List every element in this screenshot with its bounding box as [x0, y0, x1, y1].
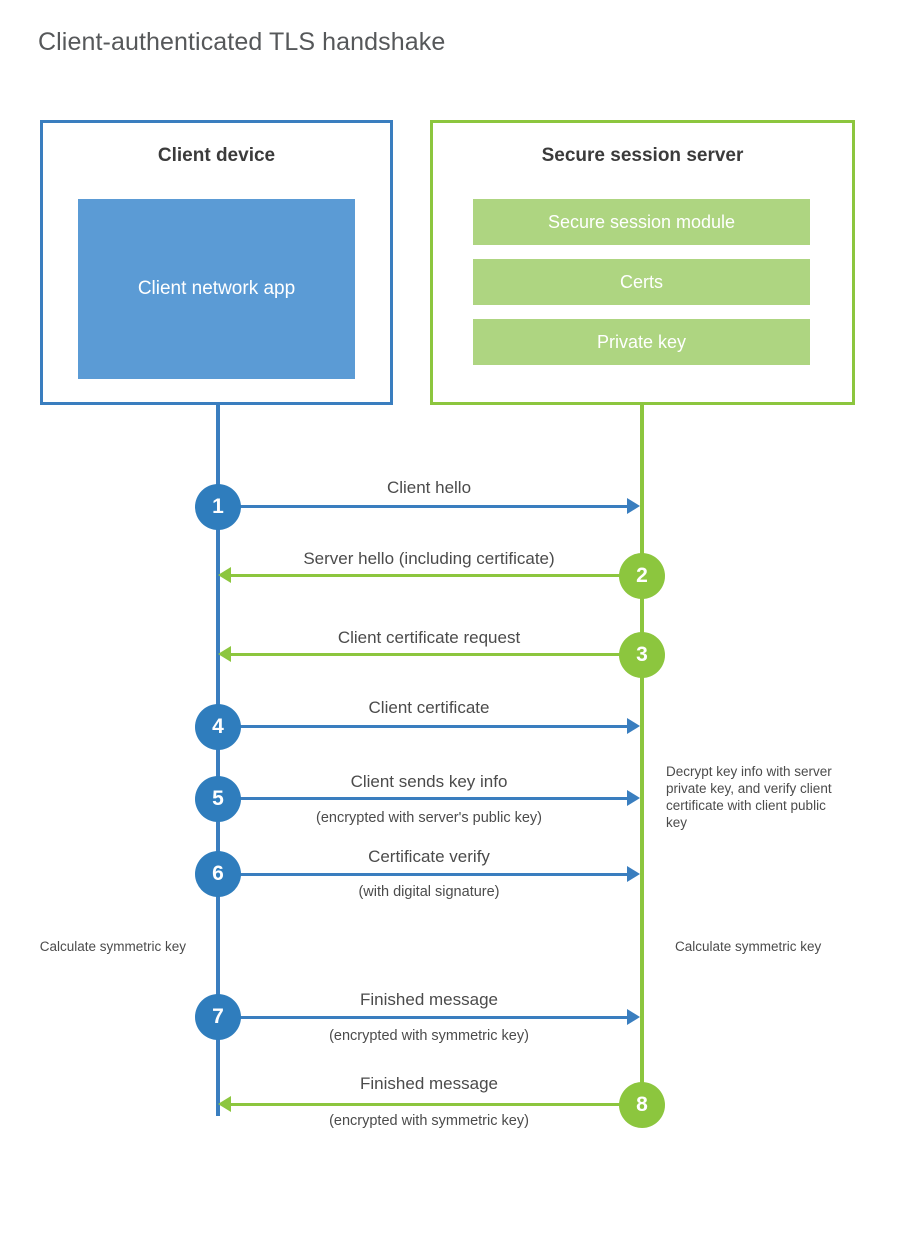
step-4-arrow-head-icon: [627, 718, 640, 734]
step-8-sublabel: (encrypted with symmetric key): [329, 1113, 529, 1129]
step-8-arrow-line: [231, 1103, 642, 1106]
client-network-app-block: Client network app: [78, 199, 355, 379]
step-6-label: Certificate verify: [368, 847, 490, 866]
page-title: Client-authenticated TLS handshake: [38, 28, 446, 56]
client-device-box: Client device Client network app: [40, 120, 393, 405]
secure-session-server-title: Secure session server: [541, 145, 744, 166]
step-4-arrow-line: [218, 725, 627, 728]
step-1-arrow-line: [218, 505, 627, 508]
step-6-number-badge: 6: [195, 851, 241, 897]
step-5-arrow-head-icon: [627, 790, 640, 806]
step-2-arrow-head-icon: [218, 567, 231, 583]
step-2-arrow-line: [231, 574, 642, 577]
step-7-arrow-head-icon: [627, 1009, 640, 1025]
step-3-arrow-head-icon: [218, 646, 231, 662]
client-lifeline: [216, 405, 220, 1116]
step-7-arrow-line: [218, 1016, 627, 1019]
step-7-label: Finished message: [360, 990, 498, 1009]
secure-session-server-box: Secure session server Secure session mod…: [430, 120, 855, 405]
step-5-label: Client sends key info: [350, 772, 508, 791]
server-decrypt-note: Decrypt key info with server private key…: [666, 764, 832, 830]
server-module-certs: Certs: [473, 259, 810, 305]
step-7-number-badge: 7: [195, 994, 241, 1040]
step-8-label: Finished message: [360, 1074, 498, 1093]
step-1-arrow-head-icon: [627, 498, 640, 514]
step-4-label: Client certificate: [368, 698, 490, 717]
step-3-number-badge: 3: [619, 632, 665, 678]
step-6-sublabel: (with digital signature): [358, 884, 500, 900]
step-3-arrow-line: [231, 653, 642, 656]
step-1-number-badge: 1: [195, 484, 241, 530]
client-calculate-symmetric-key-note: Calculate symmetric key: [39, 939, 186, 954]
step-2-number-badge: 2: [619, 553, 665, 599]
client-device-title: Client device: [157, 145, 276, 166]
step-7-sublabel: (encrypted with symmetric key): [329, 1028, 529, 1044]
server-module-secure-session-module: Secure session module: [473, 199, 810, 245]
step-5-sublabel: (encrypted with server's public key): [316, 810, 542, 826]
step-4-number-badge: 4: [195, 704, 241, 750]
step-1-label: Client hello: [386, 478, 472, 497]
step-6-arrow-head-icon: [627, 866, 640, 882]
step-2-label: Server hello (including certificate): [303, 549, 555, 568]
step-5-arrow-line: [218, 797, 627, 800]
step-8-number-badge: 8: [619, 1082, 665, 1128]
step-6-arrow-line: [218, 873, 627, 876]
server-calculate-symmetric-key-note: Calculate symmetric key: [675, 939, 822, 954]
server-module-private-key: Private key: [473, 319, 810, 365]
server-lifeline: [640, 405, 644, 1105]
step-8-arrow-head-icon: [218, 1096, 231, 1112]
step-5-number-badge: 5: [195, 776, 241, 822]
step-3-label: Client certificate request: [337, 628, 521, 647]
